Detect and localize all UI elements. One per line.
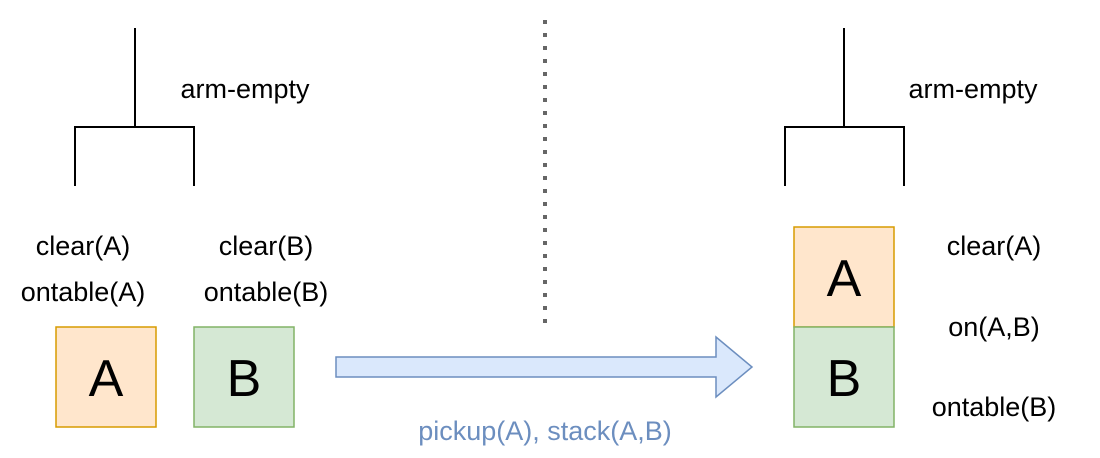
block-b: B	[193, 326, 295, 428]
robot-arm-left	[74, 28, 195, 186]
arm-empty-label-left: arm-empty	[180, 74, 310, 104]
fact-ontable-b: ontable(B)	[204, 277, 329, 307]
transition-arrow	[335, 335, 754, 399]
block-b-letter: B	[227, 350, 262, 408]
initial-state: arm-empty clear(A) ontable(A) clear(B) o…	[21, 28, 329, 428]
fact-on-a-b: on(A,B)	[948, 312, 1040, 342]
arm-empty-label-right: arm-empty	[908, 74, 1038, 104]
stacked-block-a-letter: A	[827, 250, 862, 308]
action-label: pickup(A), stack(A,B)	[418, 416, 672, 446]
stacked-block-a: A	[793, 226, 895, 328]
goal-state: arm-empty A B clear(A) on(A,B) ontable(B…	[784, 28, 1057, 428]
block-a: A	[55, 326, 157, 428]
fact-clear-b: clear(B)	[219, 231, 314, 261]
stacked-block-b: B	[793, 326, 895, 428]
fact-ontable-a: ontable(A)	[21, 277, 146, 307]
block-a-letter: A	[89, 350, 124, 408]
stacked-block-b-letter: B	[827, 350, 862, 408]
fact-clear-a-goal: clear(A)	[947, 231, 1042, 261]
fact-clear-a: clear(A)	[36, 231, 131, 261]
robot-arm-right	[784, 28, 905, 186]
fact-ontable-b-goal: ontable(B)	[932, 392, 1057, 422]
